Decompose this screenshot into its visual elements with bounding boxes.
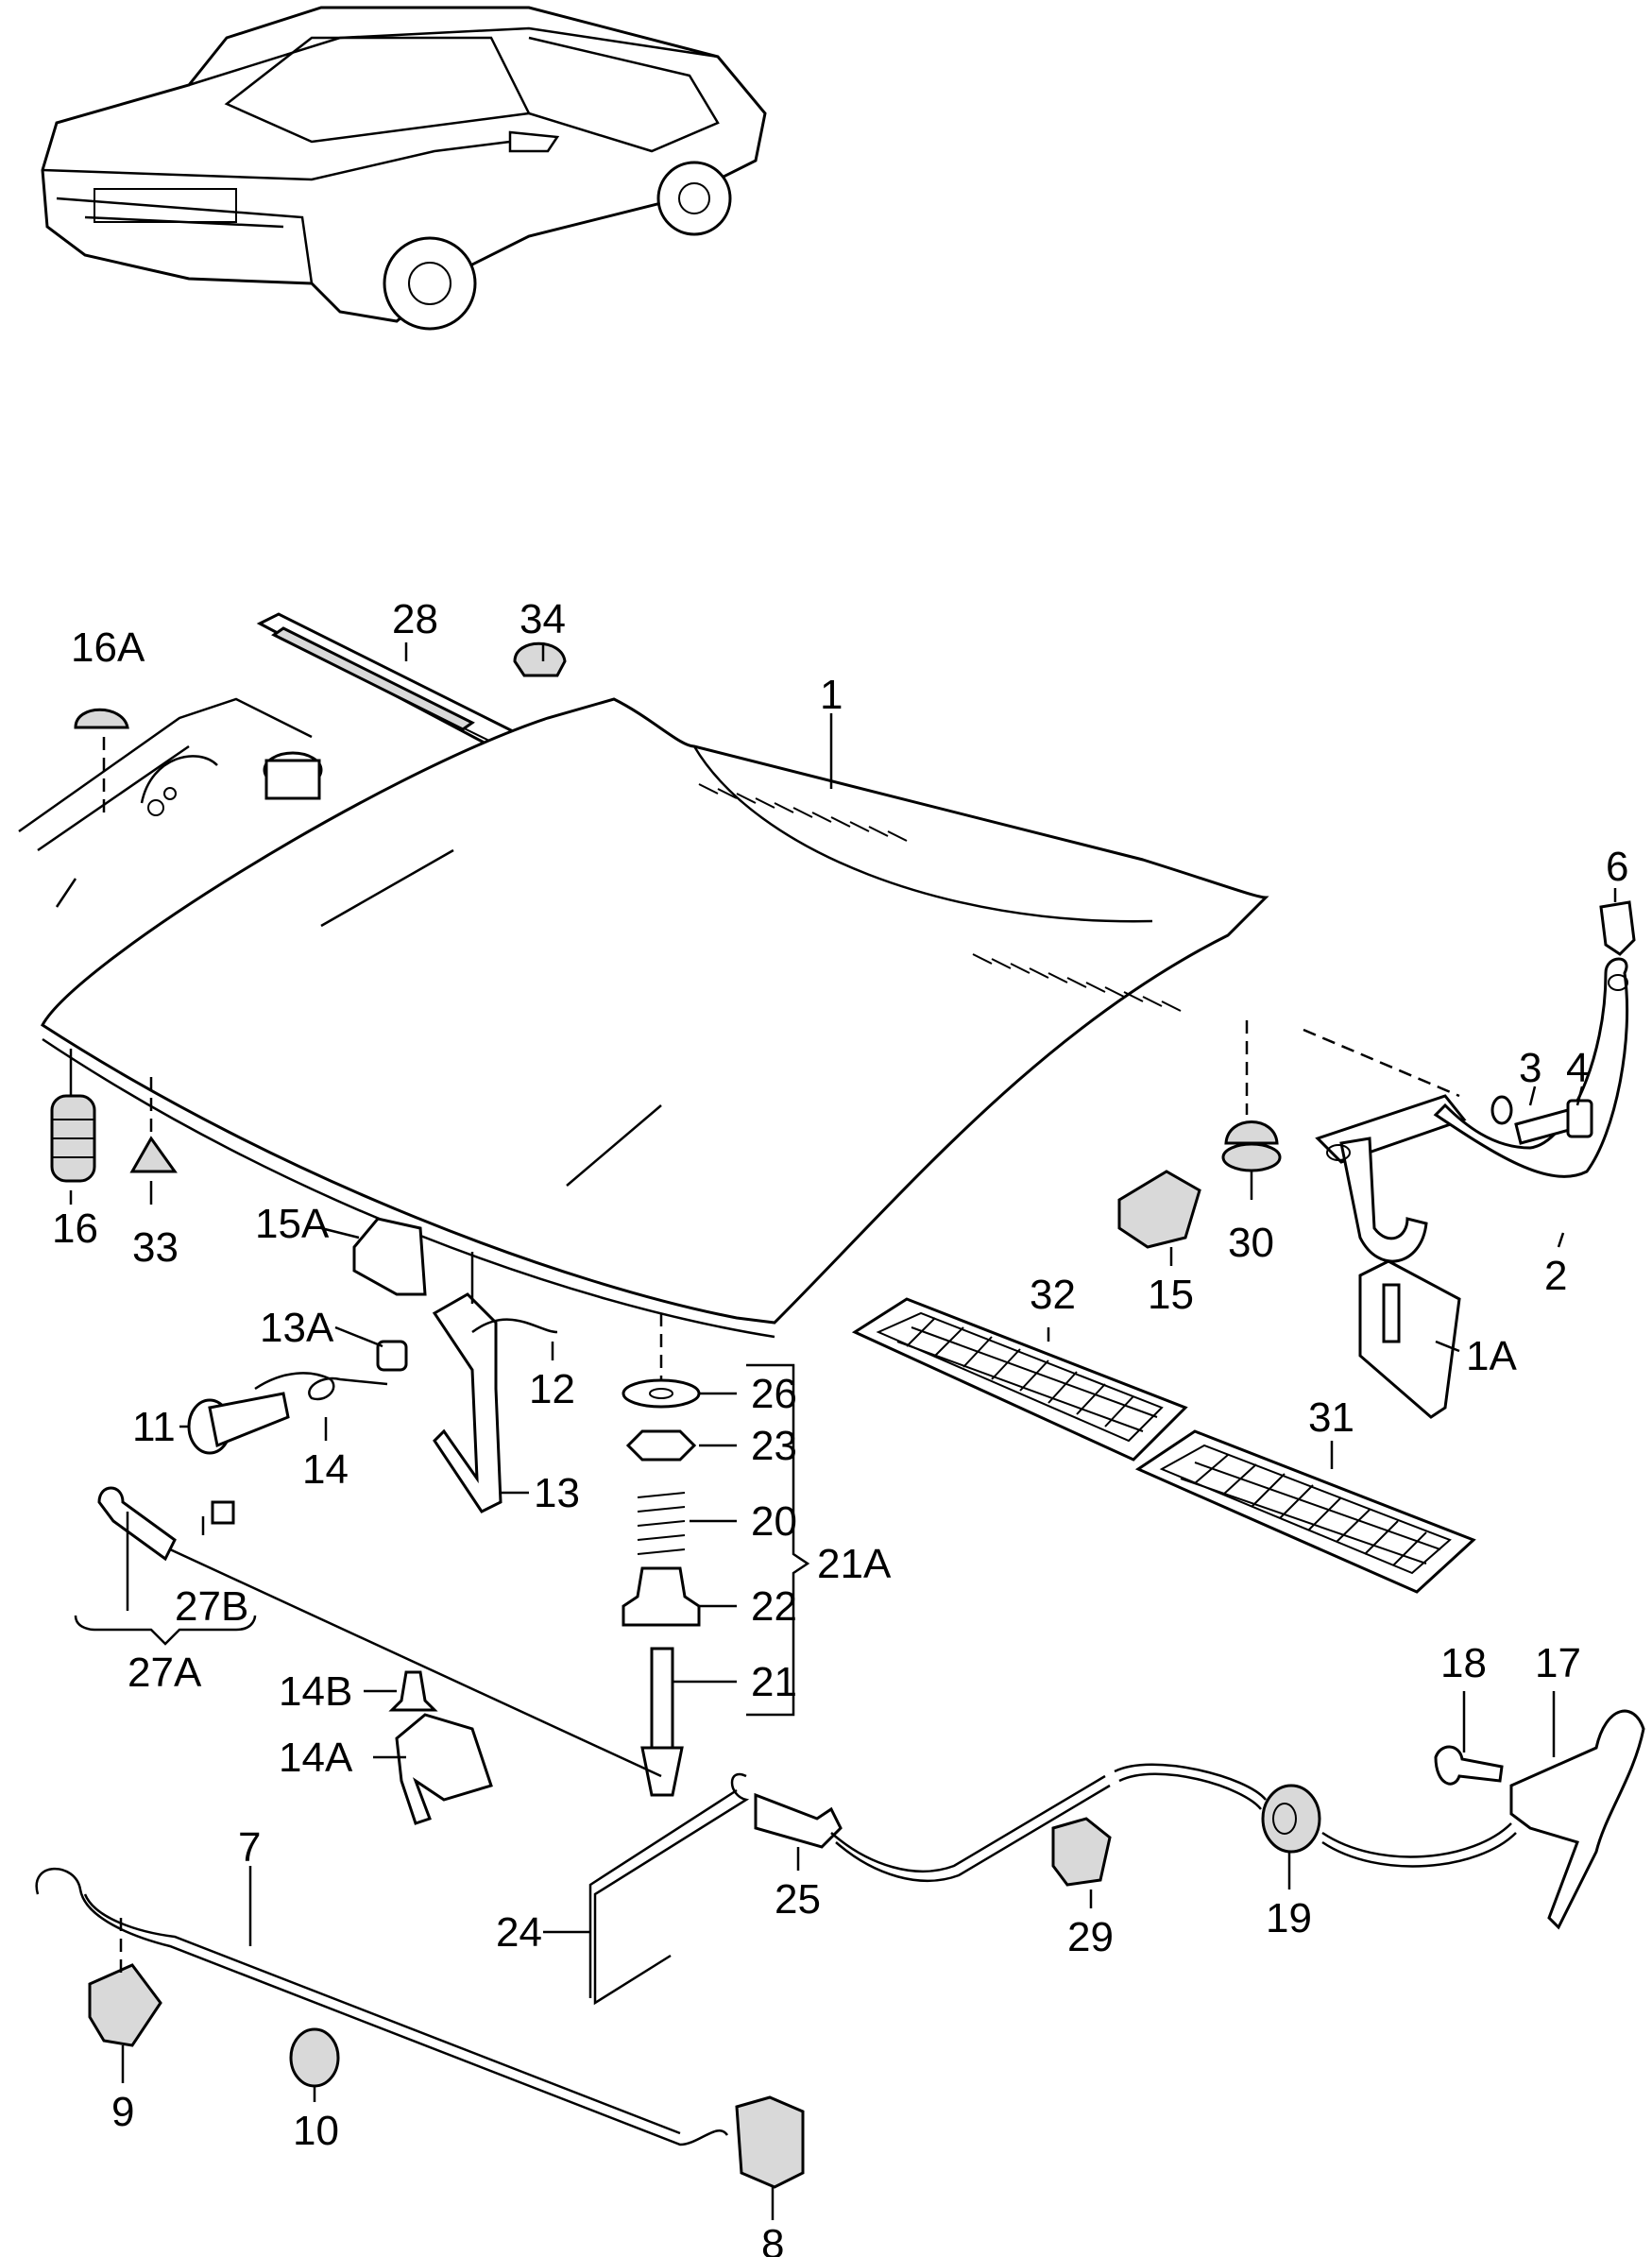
rod-7 <box>35 1867 729 2146</box>
clip-9 <box>88 1963 162 2047</box>
pin-27A <box>97 1486 177 1562</box>
callout-2: 2 <box>1544 1253 1567 1299</box>
callout-24: 24 <box>496 1909 542 1956</box>
callout-13: 13 <box>534 1470 580 1516</box>
bush-13A <box>376 1340 408 1372</box>
lock-lever-13 <box>432 1292 502 1513</box>
callout-11: 11 <box>132 1404 176 1450</box>
callout-14B: 14B <box>279 1668 352 1715</box>
seal-strip <box>256 612 519 748</box>
callout-18: 18 <box>1440 1640 1487 1686</box>
grommet-10 <box>289 2027 340 2088</box>
hinge-slot <box>1382 1283 1401 1343</box>
bracket-21A <box>746 1363 810 1717</box>
callout-6: 6 <box>1606 844 1628 890</box>
callout-labels: 1 1A 2 3 4 6 7 8 9 10 11 12 13 13A 14 14… <box>52 596 1628 2257</box>
washer <box>1490 1095 1513 1125</box>
callout-31: 31 <box>1308 1394 1354 1441</box>
callout-8: 8 <box>761 2221 784 2257</box>
callout-13A: 13A <box>260 1305 334 1351</box>
callout-29: 29 <box>1067 1914 1114 1960</box>
callout-27B: 27B <box>175 1583 248 1630</box>
callout-33: 33 <box>132 1224 179 1271</box>
callout-23: 23 <box>751 1423 797 1469</box>
callout-14A: 14A <box>279 1735 353 1781</box>
callout-3: 3 <box>1519 1045 1541 1091</box>
callout-4: 4 <box>1566 1045 1589 1091</box>
leader-lines <box>69 642 1617 2220</box>
cap-16A <box>74 708 129 729</box>
grille-31 <box>1134 1429 1476 1594</box>
bracket-14A <box>395 1713 493 1825</box>
bolt-head <box>1566 1099 1593 1138</box>
callout-1: 1 <box>820 672 843 718</box>
bonnet-panel <box>41 697 1269 1339</box>
callout-15: 15 <box>1148 1272 1194 1318</box>
callout-12: 12 <box>529 1366 575 1412</box>
callout-28: 28 <box>392 596 438 642</box>
grommet-34 <box>513 641 567 677</box>
callout-30: 30 <box>1228 1220 1274 1266</box>
rivet-14B <box>388 1670 438 1712</box>
spring-14 <box>254 1372 388 1401</box>
callout-10: 10 <box>293 2108 339 2154</box>
callout-16: 16 <box>52 1205 98 1252</box>
screw-18 <box>1434 1745 1504 1786</box>
striker-assembly <box>622 1378 701 1797</box>
spring-12 <box>471 1318 558 1334</box>
callout-15A: 15A <box>255 1201 330 1247</box>
callout-9: 9 <box>111 2089 134 2135</box>
callout-25: 25 <box>775 1876 821 1923</box>
callout-7: 7 <box>238 1824 261 1871</box>
bonnet-vents <box>698 783 1182 1012</box>
bracket-27A <box>74 1615 257 1646</box>
callout-16A: 16A <box>71 624 145 671</box>
cone-33 <box>129 1136 178 1173</box>
grommet-19 <box>1261 1784 1321 1854</box>
callout-34: 34 <box>519 596 566 642</box>
grommet-30 <box>1221 1120 1282 1172</box>
clip-29 <box>1051 1817 1112 1887</box>
callout-32: 32 <box>1030 1272 1076 1318</box>
callout-14: 14 <box>302 1446 349 1493</box>
engine-bay <box>18 697 323 908</box>
release-lever-17 <box>1509 1709 1645 1930</box>
callout-27A: 27A <box>128 1650 202 1696</box>
screw-27B <box>211 1500 235 1525</box>
clip <box>1599 900 1636 956</box>
buffer-16 <box>50 1094 96 1183</box>
holder-8 <box>735 2095 805 2189</box>
callout-20: 20 <box>751 1498 797 1545</box>
callout-17: 17 <box>1535 1640 1581 1686</box>
hinge-plate <box>1358 1259 1461 1419</box>
rod-24 <box>593 1772 750 2006</box>
callout-22: 22 <box>751 1583 797 1630</box>
callout-21: 21 <box>751 1659 797 1705</box>
callout-26: 26 <box>751 1371 797 1417</box>
callout-21A: 21A <box>817 1541 892 1587</box>
release-cable <box>830 1763 1512 1872</box>
callout-19: 19 <box>1266 1895 1312 1941</box>
sleeve-25 <box>754 1792 843 1849</box>
plate-15A <box>352 1217 427 1296</box>
grille-32 <box>851 1297 1188 1462</box>
car-illustration <box>41 6 767 331</box>
catch-15 <box>1117 1170 1201 1249</box>
knob-11 <box>187 1392 290 1455</box>
callout-1A: 1A <box>1466 1333 1517 1379</box>
